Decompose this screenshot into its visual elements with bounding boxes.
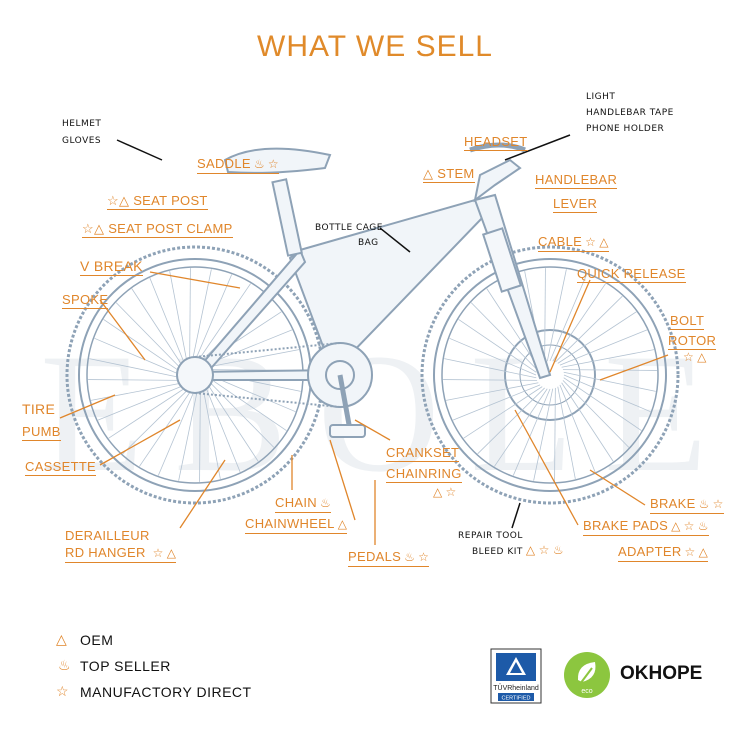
label-crankset: CRANKSET xyxy=(386,445,459,462)
label-rotor-symbols: ☆△ xyxy=(680,349,707,366)
label-cassette: CASSETTE xyxy=(25,459,96,476)
eco-logo-icon: eco xyxy=(562,650,612,700)
note-light: LIGHT xyxy=(586,92,615,103)
label-chain: CHAIN♨ xyxy=(275,495,331,513)
legend-oem-label: OEM xyxy=(80,632,113,648)
label-rotor: ROTOR xyxy=(668,333,716,350)
note-gloves: GLOVES xyxy=(62,136,101,147)
note-bleed-kit: BLEED KIT△☆♨ xyxy=(472,545,564,558)
label-tire: TIRE xyxy=(22,402,55,418)
tuv-certified: CERTIFIED xyxy=(502,696,531,702)
label-seat-post-clamp: ☆△ SEAT POST CLAMP xyxy=(82,221,233,238)
eco-badge-text: eco xyxy=(581,688,592,695)
label-spoke: SPOKE xyxy=(62,292,108,309)
note-repair-tool: REPAIR TOOL xyxy=(458,531,523,542)
legend-direct-icon: ☆ xyxy=(56,683,69,700)
label-v-break: V BREAK xyxy=(80,259,143,276)
label-pedals: PEDALS♨☆ xyxy=(348,549,429,567)
label-seat-post: ☆△ SEAT POST xyxy=(107,193,208,210)
label-chainring-symbols: △☆ xyxy=(430,484,457,501)
legend-top-seller-label: TOP SELLER xyxy=(80,658,171,674)
label-brake-pads: BRAKE PADS△☆♨ xyxy=(583,518,709,536)
label-pumb: PUMB xyxy=(22,424,61,441)
label-chainwheel: CHAINWHEEL△ xyxy=(245,516,347,534)
note-handlebar-tape: HANDLEBAR TAPE xyxy=(586,108,674,119)
label-quick-release: QUICK RELEASE xyxy=(577,266,686,283)
note-phone-holder: PHONE HOLDER xyxy=(586,124,664,135)
label-handlebar: HANDLEBAR xyxy=(535,172,617,189)
label-chainring: CHAINRING xyxy=(386,466,462,483)
label-stem: △ STEM xyxy=(423,166,475,183)
legend-top-seller-icon: ♨ xyxy=(58,657,71,674)
note-bottle-cage: BOTTLE CAGE xyxy=(315,223,383,234)
label-adapter: ADAPTER☆△ xyxy=(618,544,708,562)
label-bolt: BOLT xyxy=(670,313,704,330)
label-saddle: SADDLE♨☆ xyxy=(197,156,279,174)
tuv-name: TÜVRheinland xyxy=(493,684,539,692)
brand-name: OKHOPE xyxy=(620,663,702,685)
label-derailleur: DERAILLEUR xyxy=(65,528,150,544)
label-headset: HEADSET xyxy=(464,134,528,151)
note-helmet: HELMET xyxy=(62,119,101,130)
legend-oem-icon: △ xyxy=(56,631,67,648)
note-bag: BAG xyxy=(358,238,379,249)
label-cable: CABLE☆△ xyxy=(538,234,609,252)
label-brake: BRAKE♨☆ xyxy=(650,496,724,514)
label-lever: LEVER xyxy=(553,196,597,213)
label-rd-hanger: RD HANGER ☆△ xyxy=(65,545,176,563)
legend-direct-label: MANUFACTORY DIRECT xyxy=(80,684,252,700)
tuv-certified-badge: TÜVRheinland CERTIFIED xyxy=(490,648,542,704)
